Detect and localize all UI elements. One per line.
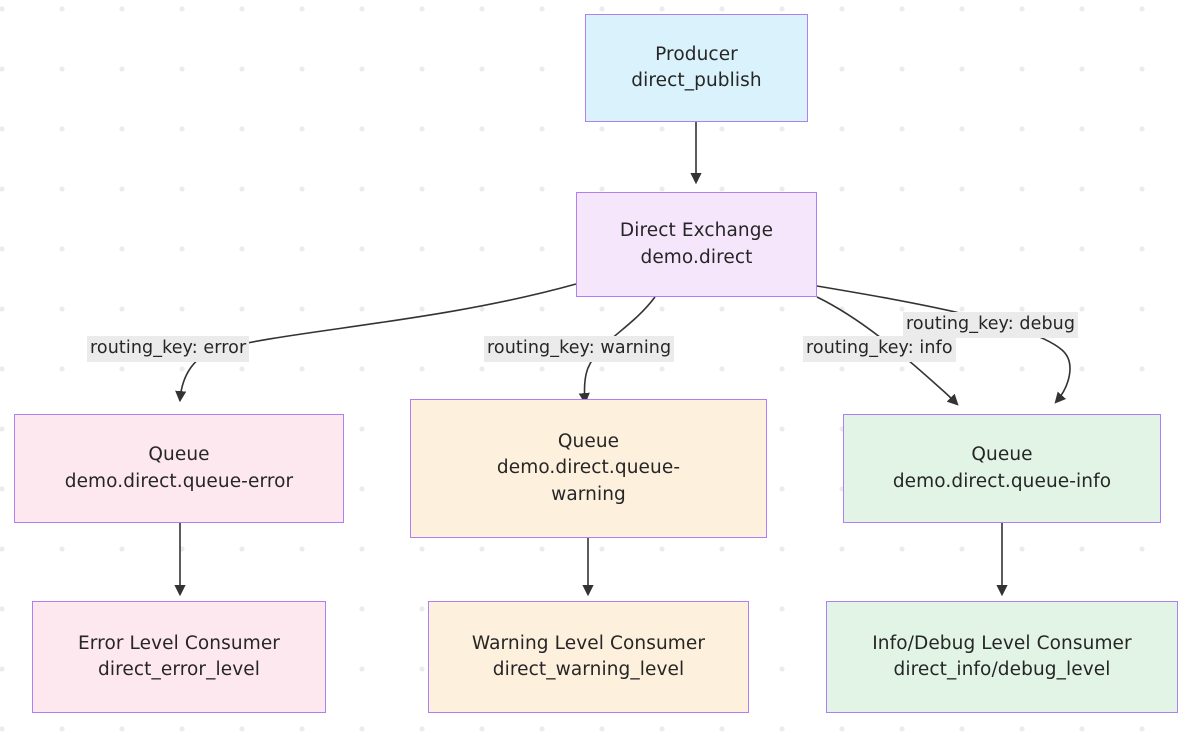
node-queue-error-subtitle: demo.direct.queue-error	[64, 470, 294, 492]
edge-label-routing-key-info: routing_key: info	[803, 336, 956, 362]
node-exchange-title: Direct Exchange	[619, 220, 774, 242]
node-consumer-info-title: Info/Debug Level Consumer	[872, 632, 1132, 654]
node-queue-warning-subtitle: demo.direct.queue-	[496, 457, 681, 479]
node-queue-error-title: Queue	[148, 444, 210, 466]
node-producer-subtitle: direct_publish	[631, 70, 762, 91]
node-queue-info[interactable]: Queue demo.direct.queue-info	[843, 414, 1161, 523]
node-queue-info-subtitle: demo.direct.queue-info	[892, 470, 1112, 492]
node-consumer-info-debug[interactable]: Info/Debug Level Consumer direct_info/de…	[826, 601, 1178, 713]
node-consumer-error-title: Error Level Consumer	[77, 632, 281, 654]
node-consumer-error-subtitle: direct_error_level	[98, 659, 260, 680]
node-queue-warning-subtitle-cont: warning	[551, 483, 626, 505]
node-consumer-warning-subtitle: direct_warning_level	[492, 659, 685, 680]
node-consumer-info-subtitle: direct_info/debug_level	[893, 659, 1111, 680]
node-consumer-error[interactable]: Error Level Consumer direct_error_level	[32, 601, 326, 713]
edge-label-routing-key-error: routing_key: error	[87, 336, 250, 362]
edge-label-routing-key-debug: routing_key: debug	[903, 312, 1079, 338]
edge-label-routing-key-warning: routing_key: warning	[484, 336, 675, 362]
node-producer[interactable]: Producer direct_publish	[585, 14, 808, 122]
node-queue-info-title: Queue	[971, 444, 1033, 466]
node-direct-exchange[interactable]: Direct Exchange demo.direct	[576, 192, 817, 297]
node-queue-warning-title: Queue	[557, 431, 620, 453]
node-queue-warning[interactable]: Queue demo.direct.queue- warning	[410, 399, 767, 538]
node-producer-title: Producer	[655, 43, 738, 65]
node-consumer-warning[interactable]: Warning Level Consumer direct_warning_le…	[428, 601, 749, 713]
node-exchange-subtitle: demo.direct	[640, 246, 753, 268]
node-consumer-warning-title: Warning Level Consumer	[471, 632, 706, 654]
node-queue-error[interactable]: Queue demo.direct.queue-error	[14, 414, 344, 523]
